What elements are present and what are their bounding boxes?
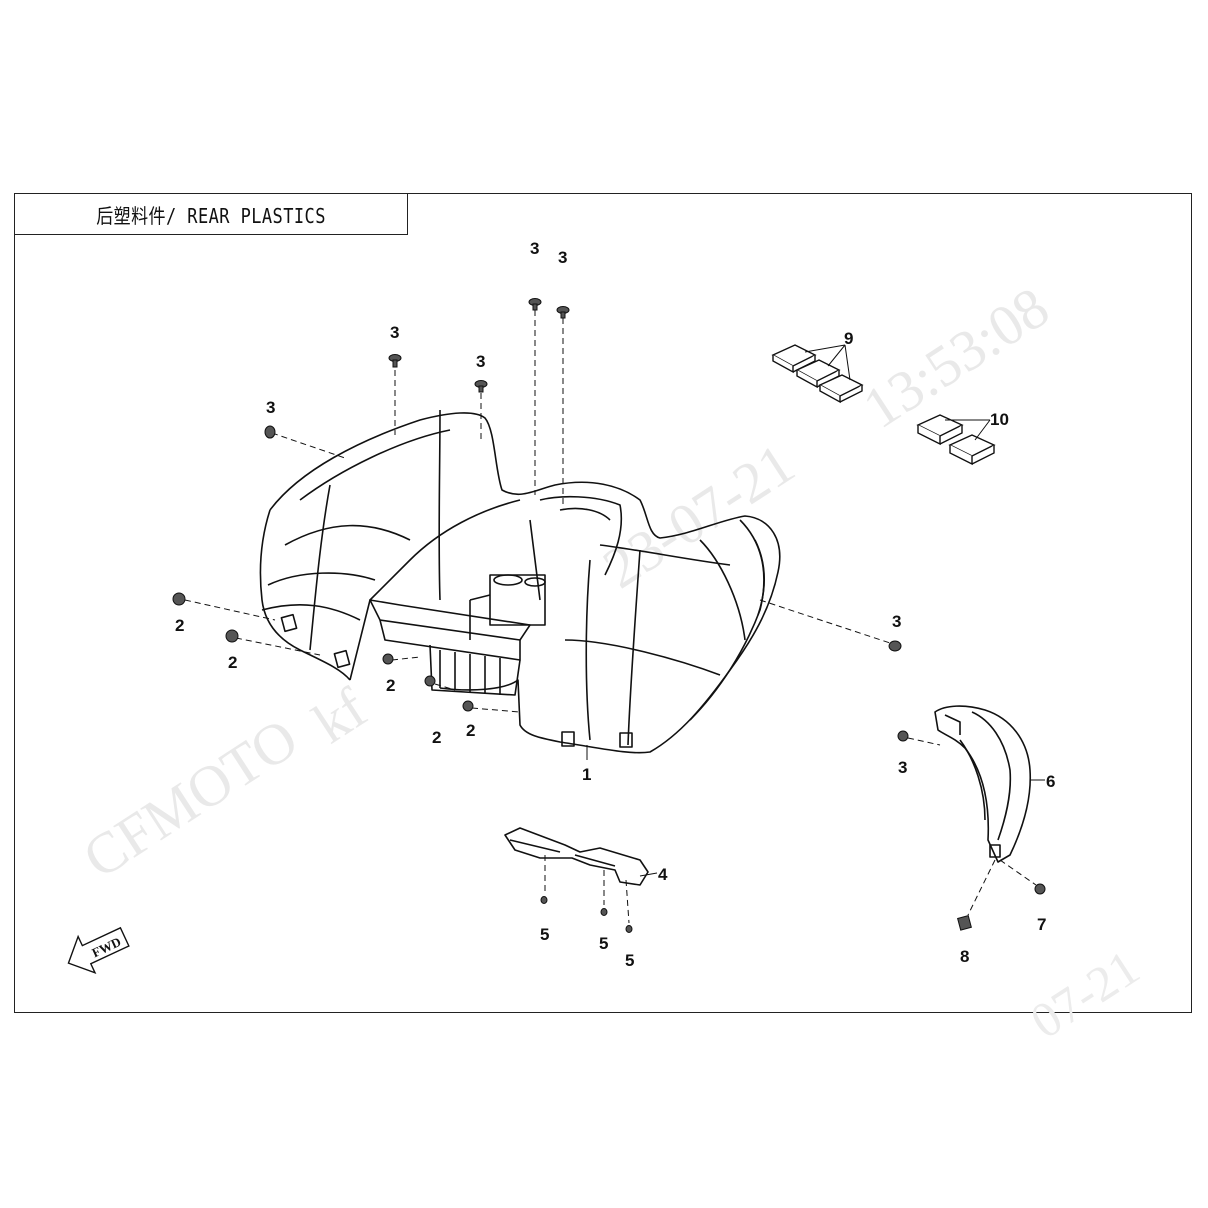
grommet — [462, 700, 474, 712]
callout-5c: 5 — [625, 951, 634, 970]
clip-fastener — [888, 640, 902, 652]
clip-fastener — [264, 425, 276, 439]
callout-3g: 3 — [898, 758, 907, 777]
screw — [1034, 883, 1046, 895]
callout-4: 4 — [658, 865, 668, 884]
callout-2d: 2 — [432, 728, 441, 747]
diagram-title: 后塑料件/ REAR PLASTICS — [96, 203, 326, 228]
rear-fender-body — [259, 409, 781, 754]
callout-labels: 1 2 2 2 2 2 3 3 3 3 3 3 3 4 5 5 5 6 7 8 … — [175, 239, 1055, 970]
mudguard-part-6 — [934, 705, 1032, 863]
callout-9: 9 — [844, 329, 853, 348]
clip-fastener — [388, 354, 402, 368]
grommet — [424, 675, 436, 687]
callout-5b: 5 — [599, 934, 608, 953]
callout-2c: 2 — [386, 676, 395, 695]
small-screw — [625, 925, 633, 933]
clip-nut — [957, 915, 972, 931]
clip-fastener — [474, 380, 488, 393]
watermark-corner: 07-21 — [1020, 939, 1148, 1050]
callout-7: 7 — [1037, 915, 1046, 934]
callout-3a: 3 — [530, 239, 539, 258]
small-screw — [540, 896, 548, 904]
clip-fastener — [556, 306, 570, 319]
callout-6: 6 — [1046, 772, 1055, 791]
leader-lines — [184, 310, 1037, 924]
callout-3f: 3 — [892, 612, 901, 631]
callout-5a: 5 — [540, 925, 549, 944]
clip-fastener — [897, 730, 909, 742]
callout-leaders — [586, 344, 1045, 877]
clip-fastener — [528, 298, 542, 311]
grommet — [382, 653, 394, 665]
callout-3b: 3 — [558, 248, 567, 267]
callout-2b: 2 — [228, 653, 237, 672]
fwd-arrow: FWD — [67, 926, 130, 975]
callout-3e: 3 — [266, 398, 275, 417]
watermark-time: 13:53:08 — [852, 274, 1060, 441]
pads-part-10 — [916, 414, 996, 466]
title-box: 后塑料件/ REAR PLASTICS — [14, 193, 408, 235]
small-screw — [600, 908, 608, 916]
drawing-frame — [14, 193, 1192, 1013]
watermark-brand: CFMOTO — [72, 705, 309, 891]
bracket-part-4 — [504, 827, 649, 886]
callout-8: 8 — [960, 947, 969, 966]
callout-2e: 2 — [466, 721, 475, 740]
callout-3c: 3 — [390, 323, 399, 342]
callout-10: 10 — [990, 410, 1009, 429]
watermark-fragment: kf — [302, 675, 378, 756]
pads-part-9 — [771, 344, 864, 404]
watermark-date: 23-07-21 — [592, 431, 806, 601]
callout-2a: 2 — [175, 616, 184, 635]
callout-1: 1 — [582, 765, 591, 784]
fasteners — [172, 298, 1046, 933]
callout-3d: 3 — [476, 352, 485, 371]
grommet — [172, 592, 186, 606]
grommet — [225, 629, 239, 643]
